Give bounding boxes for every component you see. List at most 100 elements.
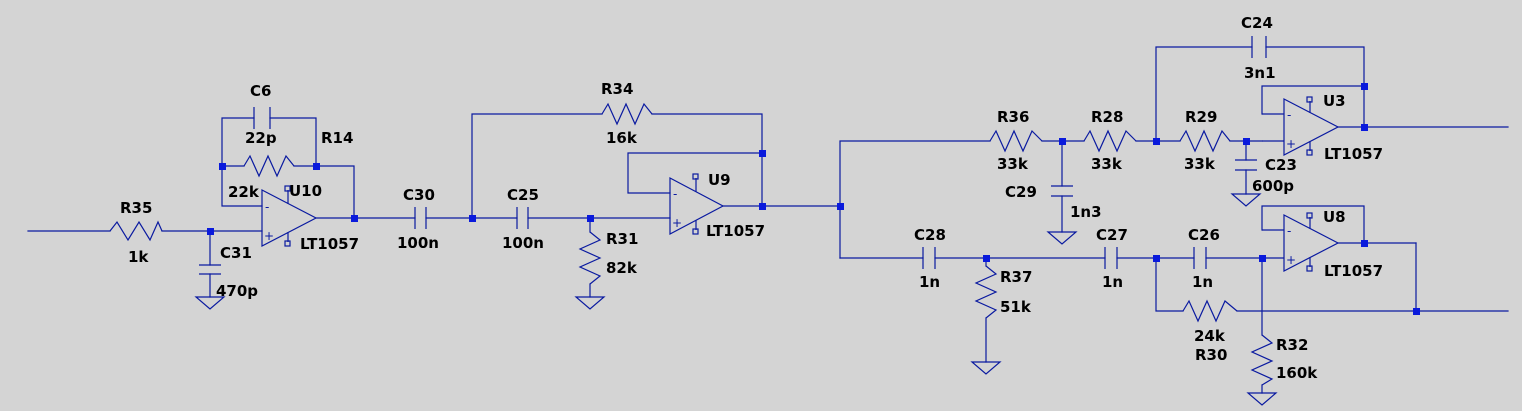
junction	[759, 203, 766, 210]
u3-minus-pin: -	[1287, 108, 1291, 122]
u10-minus-pin: -	[265, 200, 269, 214]
c27-capacitor	[1104, 247, 1118, 269]
u10-value: LT1057	[300, 235, 359, 253]
c26-ref: C26	[1188, 226, 1220, 244]
ground-r31	[574, 296, 606, 310]
c24-value: 3n1	[1244, 64, 1276, 82]
junction	[219, 163, 226, 170]
c26-capacitor	[1193, 247, 1207, 269]
c31-capacitor	[199, 264, 221, 275]
u10-opamp: - +	[261, 185, 318, 247]
r36-resistor	[989, 129, 1043, 153]
junction	[207, 228, 214, 235]
r37-resistor	[974, 265, 998, 319]
opamps: - + - + - + - +	[261, 96, 1340, 272]
junction	[1059, 138, 1066, 145]
c25-capacitor	[516, 207, 529, 229]
c27-value: 1n	[1102, 273, 1123, 291]
r34-value: 16k	[606, 129, 638, 147]
u8-minus-pin: -	[1287, 224, 1291, 238]
c28-value: 1n	[919, 273, 940, 291]
c6-capacitor	[253, 107, 271, 129]
r35-ref: R35	[120, 199, 152, 217]
r31-resistor	[578, 231, 602, 285]
junction	[587, 215, 594, 222]
r14-value: 22k	[228, 183, 260, 201]
r34-ref: R34	[601, 80, 633, 98]
junction	[1413, 308, 1420, 315]
u8-opamp: - +	[1262, 212, 1340, 272]
r32-resistor	[1250, 334, 1274, 386]
u10-plus-pin: +	[264, 229, 274, 243]
junction	[1153, 255, 1160, 262]
r35-resistor	[109, 220, 163, 242]
c30-value: 100n	[397, 234, 439, 252]
r34-resistor	[601, 102, 653, 126]
c31-value: 470p	[216, 282, 258, 300]
r29-resistor	[1179, 129, 1231, 153]
r37-ref: R37	[1000, 268, 1032, 286]
junction	[837, 203, 844, 210]
junction	[351, 215, 358, 222]
u9-minus-pin: -	[673, 187, 677, 201]
u9-opamp: - +	[669, 173, 725, 235]
u9-value: LT1057	[706, 222, 765, 240]
r29-ref: R29	[1185, 108, 1217, 126]
ground-c23	[1230, 193, 1262, 207]
r30-ref: R30	[1195, 346, 1227, 364]
r31-ref: R31	[606, 230, 638, 248]
r32-ref: R32	[1276, 336, 1308, 354]
c24-ref: C24	[1241, 14, 1273, 32]
ground-r32	[1246, 392, 1278, 406]
c30-ref: C30	[403, 186, 435, 204]
c29-value: 1n3	[1070, 203, 1102, 221]
c29-ref: C29	[1005, 183, 1037, 201]
r30-value: 24k	[1194, 327, 1226, 345]
u3-ref: U3	[1323, 92, 1346, 110]
u3-opamp: - +	[1262, 96, 1340, 156]
c31-ref: C31	[220, 244, 252, 262]
u9-plus-pin: +	[672, 216, 682, 230]
c29-capacitor	[1051, 185, 1073, 197]
u3-value: LT1057	[1324, 145, 1383, 163]
junction	[1243, 138, 1250, 145]
c23-value: 600p	[1252, 177, 1294, 195]
grounds	[194, 193, 1278, 406]
r32-value: 160k	[1276, 364, 1318, 382]
ground-c31	[194, 296, 226, 310]
u8-ref: U8	[1323, 208, 1346, 226]
junction	[983, 255, 990, 262]
c28-capacitor	[922, 247, 936, 269]
u8-value: LT1057	[1324, 262, 1383, 280]
junction	[1361, 83, 1368, 90]
junction	[759, 150, 766, 157]
junction	[1259, 255, 1266, 262]
r28-value: 33k	[1091, 155, 1123, 173]
c6-ref: C6	[250, 82, 271, 100]
capacitors	[199, 36, 1267, 275]
junction	[1361, 124, 1368, 131]
c27-ref: C27	[1096, 226, 1128, 244]
c28-ref: C28	[914, 226, 946, 244]
r36-value: 33k	[997, 155, 1029, 173]
c30-capacitor	[414, 207, 427, 229]
r31-value: 82k	[606, 259, 638, 277]
ground-c29	[1046, 231, 1078, 245]
c26-value: 1n	[1192, 273, 1213, 291]
u9-ref: U9	[708, 171, 731, 189]
junction	[1153, 138, 1160, 145]
r37-value: 51k	[1000, 298, 1032, 316]
r14-ref: R14	[321, 129, 353, 147]
ground-r37	[970, 361, 1002, 375]
c23-capacitor	[1235, 159, 1257, 171]
r35-value: 1k	[128, 248, 149, 266]
u3-plus-pin: +	[1286, 137, 1296, 151]
resistors	[109, 102, 1274, 386]
u8-plus-pin: +	[1286, 253, 1296, 267]
wires	[27, 46, 1509, 394]
r28-resistor	[1083, 129, 1137, 153]
junction	[469, 215, 476, 222]
r30-resistor	[1182, 299, 1238, 323]
u10-ref: U10	[289, 182, 322, 200]
